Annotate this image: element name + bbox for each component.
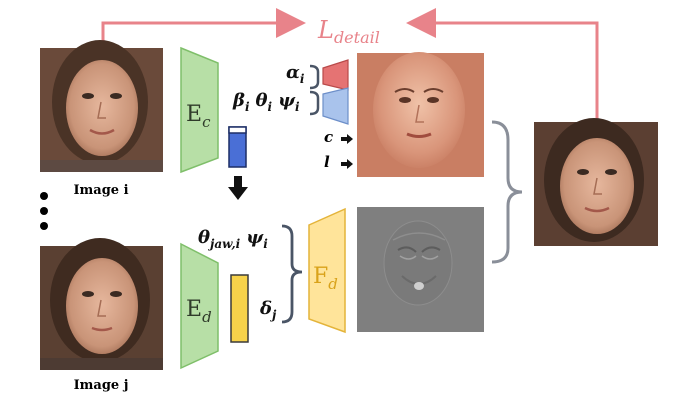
camera-arrow-icon — [341, 134, 353, 144]
delta-label: δj — [259, 298, 277, 322]
flame-decoder — [322, 87, 349, 125]
light-arrow-icon — [341, 159, 353, 169]
coarse-encoder: Ec — [180, 46, 219, 174]
coarse-encoder-label: Ec — [186, 102, 211, 131]
detail-loss: Ldetail — [101, 8, 599, 122]
image-i: Image i — [40, 40, 163, 198]
psi-bracket — [309, 90, 320, 116]
detail-decoder: Fd — [308, 207, 346, 334]
detail-encoder-label: Ed — [186, 297, 212, 326]
albedo-decoder — [322, 59, 349, 91]
detail-code-vector — [230, 274, 249, 343]
detail-bracket — [281, 224, 303, 324]
detail-decoder-label: Fd — [313, 264, 338, 293]
down-arrow-icon — [228, 176, 248, 200]
face-photo-icon — [40, 238, 163, 370]
image-j-label: Image j — [74, 378, 129, 393]
detail-encoder: Ed — [180, 242, 219, 370]
output-face — [534, 118, 658, 246]
image-j: Image j — [40, 238, 163, 393]
loss-arrow-left — [101, 8, 306, 50]
face-photo-icon — [40, 40, 163, 172]
loss-arrow-right — [406, 8, 599, 122]
alpha-label: αi — [286, 62, 305, 86]
coarse-render — [357, 52, 484, 177]
combine-bracket — [491, 120, 523, 264]
displacement-map — [357, 207, 484, 332]
alpha-bracket — [309, 64, 320, 90]
loss-label: Ldetail — [317, 16, 380, 47]
vertical-dots-icon — [40, 192, 48, 230]
image-i-label: Image i — [73, 183, 128, 198]
face-photo-icon — [534, 118, 658, 246]
camera-label: c — [324, 128, 333, 146]
coarse-code-vector — [228, 126, 247, 168]
light-label: l — [324, 153, 330, 171]
